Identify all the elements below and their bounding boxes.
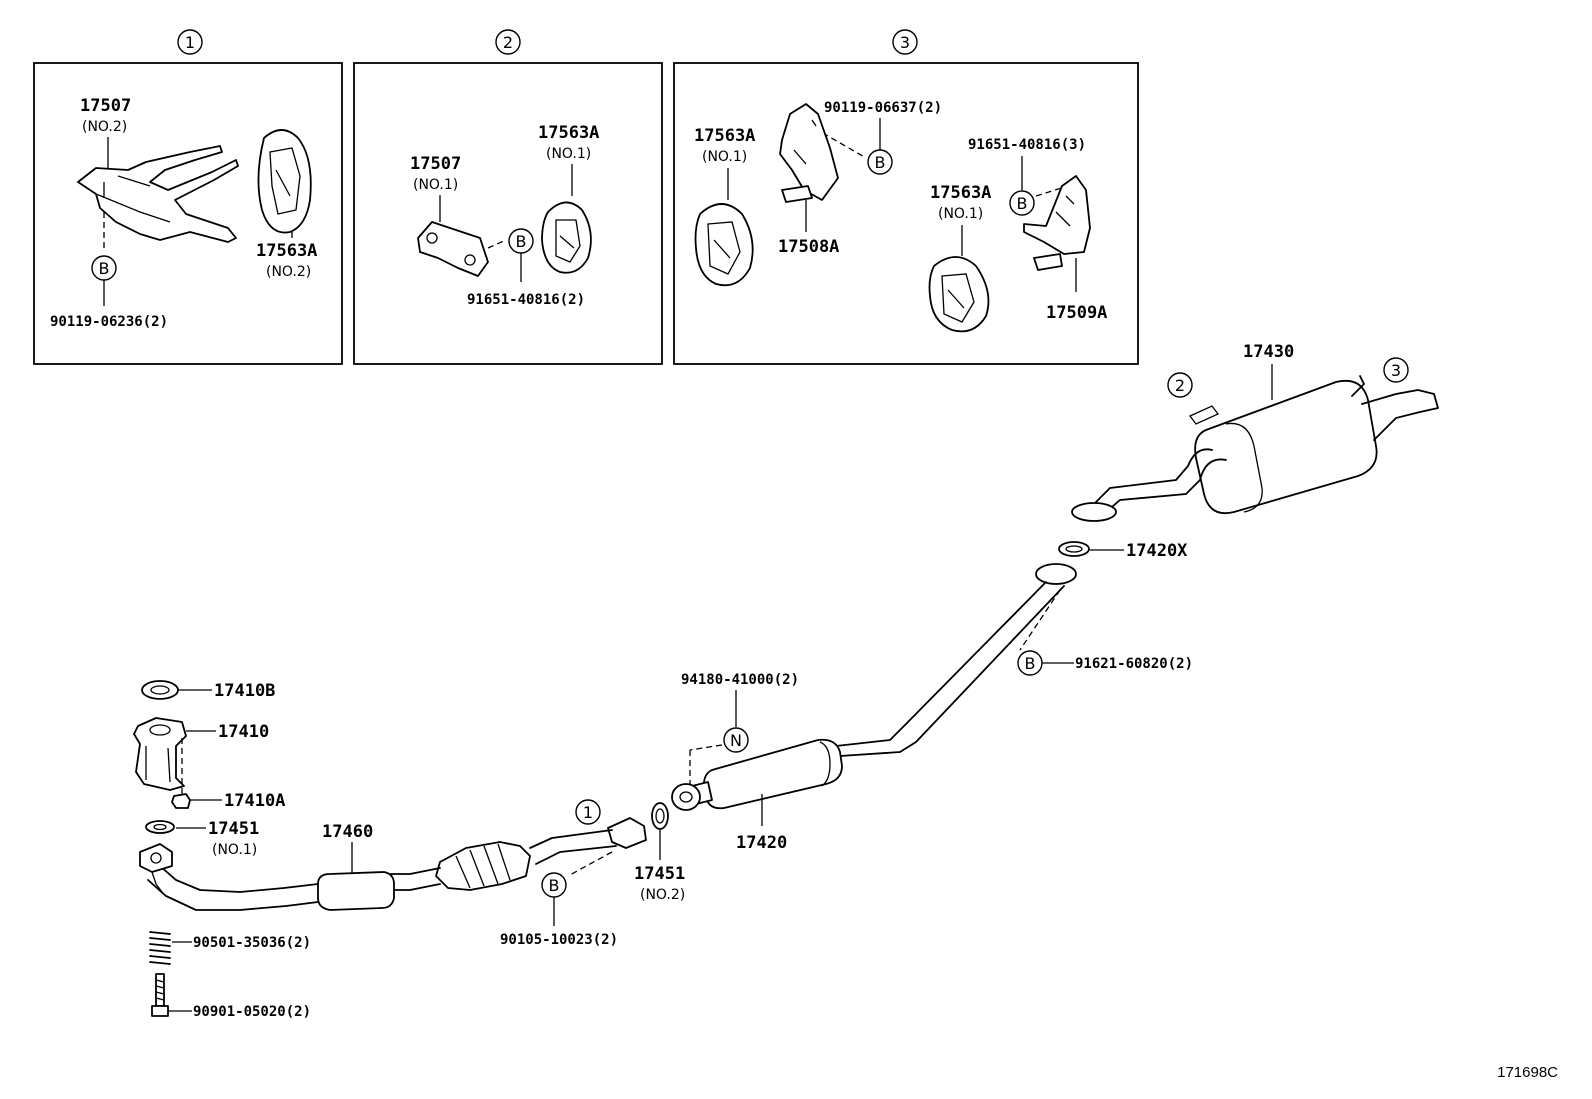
bracket-17507-no2 bbox=[77, 145, 239, 243]
svg-text:17420: 17420 bbox=[736, 833, 787, 853]
nut-ref-n bbox=[723, 727, 749, 753]
gasket-17451-no1: 17451 (NO.1) bbox=[145, 819, 259, 858]
part-17507-no2-sub: (NO.2) bbox=[82, 119, 127, 135]
svg-text:B: B bbox=[1025, 654, 1036, 673]
section-marker-1: 1 bbox=[177, 29, 203, 55]
marker-front bbox=[575, 799, 601, 825]
front-pipe-17460: 1 17460 B 90105-10023(2) bbox=[139, 799, 647, 948]
part-91651-40816-inset2: 91651-40816(2) bbox=[467, 292, 585, 308]
gasket-17420X: 17420X bbox=[1058, 541, 1188, 561]
catalytic-converter bbox=[435, 841, 531, 891]
svg-text:3: 3 bbox=[900, 33, 910, 52]
svg-text:17460: 17460 bbox=[322, 822, 373, 842]
svg-text:17451: 17451 bbox=[208, 819, 259, 839]
marker-rear-left bbox=[1167, 372, 1193, 398]
insulator-17563A-no1-left bbox=[694, 203, 754, 287]
part-17563A-no1-sub: (NO.1) bbox=[546, 146, 591, 162]
tail-pipe-flange bbox=[1071, 502, 1117, 522]
part-17507-no2: 17507 bbox=[80, 96, 131, 116]
svg-text:B: B bbox=[516, 232, 527, 251]
svg-text:17410A: 17410A bbox=[224, 791, 285, 811]
svg-text:90501-35036(2): 90501-35036(2) bbox=[193, 935, 311, 951]
svg-text:(NO.2): (NO.2) bbox=[640, 887, 685, 903]
inset-box-3 bbox=[673, 62, 1139, 365]
inset-2: 17507 (NO.1) B 91651-40816(2) 17563A (NO… bbox=[410, 123, 599, 308]
svg-text:17410B: 17410B bbox=[214, 681, 275, 701]
svg-text:2: 2 bbox=[1175, 376, 1185, 395]
part-91621-60820: 91621-60820(2) bbox=[1075, 656, 1193, 672]
part-17563A-no1-left: 17563A bbox=[694, 126, 755, 146]
svg-text:B: B bbox=[1017, 194, 1028, 213]
svg-text:3: 3 bbox=[1391, 361, 1401, 380]
svg-text:2: 2 bbox=[503, 33, 513, 52]
part-17507-no1-sub: (NO.1) bbox=[413, 177, 458, 193]
svg-text:B: B bbox=[99, 259, 110, 278]
spring-90501-35036: 90501-35036(2) bbox=[149, 931, 311, 965]
inset-box-2 bbox=[353, 62, 663, 365]
svg-text:17430: 17430 bbox=[1243, 342, 1294, 362]
gasket-17410B: 17410B bbox=[141, 680, 275, 701]
flange-17410: 17410 bbox=[133, 717, 269, 796]
insulator-17563A-no2 bbox=[257, 129, 312, 234]
bracket-17507-no1 bbox=[417, 221, 489, 277]
part-17563A-no2: 17563A bbox=[256, 241, 317, 261]
part-91651-40816-inset3: 91651-40816(3) bbox=[968, 137, 1086, 153]
part-90105-10023: 90105-10023(2) bbox=[500, 932, 618, 948]
svg-text:1: 1 bbox=[583, 803, 593, 822]
svg-text:B: B bbox=[549, 876, 560, 895]
part-17509A: 17509A bbox=[1046, 303, 1107, 323]
part-90119-06637: 90119-06637(2) bbox=[824, 100, 942, 116]
inset-1: 17507 (NO.2) B 90119-06236(2) 17563A (NO… bbox=[50, 96, 317, 330]
gasket-17451-no2: 17451 (NO.2) bbox=[634, 802, 685, 903]
resonator bbox=[703, 738, 843, 810]
part-94180-41000: 94180-41000(2) bbox=[681, 672, 799, 688]
section-marker-3: 3 bbox=[892, 29, 918, 55]
section-marker-2: 2 bbox=[495, 29, 521, 55]
svg-text:17451: 17451 bbox=[634, 864, 685, 884]
part-17563A-no2-sub: (NO.2) bbox=[266, 264, 311, 280]
svg-text:N: N bbox=[730, 731, 742, 750]
marker-rear-right bbox=[1383, 357, 1409, 383]
inset-box-1 bbox=[33, 62, 343, 365]
part-17563A-no1-right-sub: (NO.1) bbox=[938, 206, 983, 222]
bolt-ref-b-inset3-right bbox=[1009, 190, 1035, 216]
svg-text:B: B bbox=[875, 153, 886, 172]
bolt-90901-05020: 90901-05020(2) bbox=[151, 973, 311, 1020]
part-17563A-no1: 17563A bbox=[538, 123, 599, 143]
bolt-ref-b-inset3-top bbox=[867, 149, 893, 175]
insulator-17563A-no1-inset2 bbox=[541, 201, 592, 274]
part-17563A-no1-left-sub: (NO.1) bbox=[702, 149, 747, 165]
bracket-17508A bbox=[779, 103, 839, 201]
tail-pipe-17430: 17430 2 3 bbox=[1071, 342, 1439, 522]
inset-3: 17563A (NO.1) 90119-06637(2) B 17508A 91… bbox=[694, 100, 1107, 333]
svg-text:1: 1 bbox=[185, 33, 195, 52]
part-90119-06236: 90119-06236(2) bbox=[50, 314, 168, 330]
part-17507-no1: 17507 bbox=[410, 154, 461, 174]
diagram-code: 171698C bbox=[1497, 1064, 1558, 1081]
svg-text:17410: 17410 bbox=[218, 722, 269, 742]
part-17563A-no1-right: 17563A bbox=[930, 183, 991, 203]
svg-text:90901-05020(2): 90901-05020(2) bbox=[193, 1004, 311, 1020]
bracket-17509A bbox=[1023, 175, 1091, 255]
part-17508A: 17508A bbox=[778, 237, 839, 257]
svg-text:(NO.1): (NO.1) bbox=[212, 842, 257, 858]
center-pipe-17420: B 91621-60820(2) 17420 94180-41000(2) N bbox=[671, 563, 1193, 853]
nut-17410A: 17410A bbox=[171, 791, 285, 811]
muffler-body bbox=[1194, 379, 1378, 515]
svg-text:17420X: 17420X bbox=[1126, 541, 1188, 561]
